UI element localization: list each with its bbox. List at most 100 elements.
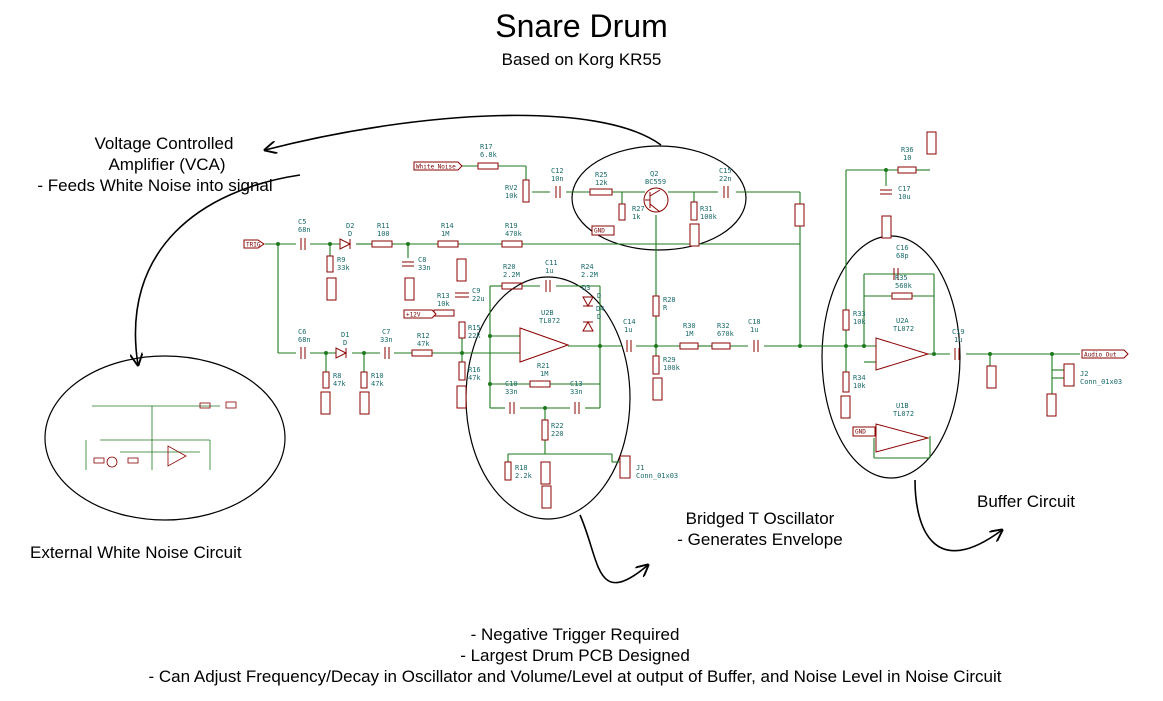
ref-C10: C10 (505, 380, 518, 388)
val-R10: 47k (371, 380, 384, 388)
val-R9: 33k (337, 264, 350, 272)
val-R36: 10 (903, 154, 911, 162)
val-C9: 22u (472, 295, 485, 303)
val-R21: 1M (540, 370, 548, 378)
buffer-arrow (914, 479, 1002, 552)
val-C17: 10u (898, 193, 911, 201)
ref-R28: R28 (663, 296, 676, 304)
ref-R16: R16 (468, 366, 481, 374)
ref-C6: C6 (298, 328, 306, 336)
page-title: Snare Drum (495, 8, 668, 44)
white-noise-label: White_Noise (416, 164, 456, 171)
p12-label: +12V (406, 312, 421, 319)
vca-note: Voltage Controlled Amplifier (VCA) - Fee… (20, 133, 290, 196)
val-R16: 47k (468, 374, 481, 382)
val-C12: 10n (551, 175, 564, 183)
ref-C7: C7 (382, 328, 390, 336)
bottom-note-1: - Negative Trigger Required (470, 625, 680, 644)
noise-circuit-ellipse (44, 355, 286, 521)
buffer-note: Buffer Circuit (977, 492, 1075, 511)
vca-note-line3: - Feeds White Noise into signal (37, 176, 273, 195)
val-R33: 10k (853, 318, 866, 326)
ref-U2B: U2B (541, 309, 554, 317)
ref-D3: D3 (582, 284, 590, 292)
val-R11: 100 (377, 230, 390, 238)
ref-R10: R10 (371, 372, 384, 380)
ref-C18: C18 (748, 318, 761, 326)
noise-circuit-thumbnail (85, 401, 237, 470)
ref-R35: R35 (895, 274, 908, 282)
ref-R29: R29 (663, 356, 676, 364)
ref-D1: D1 (341, 331, 349, 339)
ref-C16: C16 (896, 244, 909, 252)
val-C11: 1u (545, 267, 553, 275)
ref-R25: R25 (595, 171, 608, 179)
val-RV2: 10k (505, 192, 518, 200)
ref-R11: R11 (377, 222, 390, 230)
ref-R32: R32 (717, 322, 730, 330)
val-R22: 220 (551, 430, 564, 438)
vca-arrow (265, 114, 662, 150)
val-R31: 100k (700, 213, 718, 221)
noise-arrow (135, 174, 301, 365)
val-C18: 1u (750, 326, 758, 334)
val-C19: 1u (954, 336, 962, 344)
ref-Q2: Q2 (650, 170, 658, 178)
ref-R33: R33 (853, 310, 866, 318)
val-Q2: BC559 (645, 178, 666, 186)
val-R27: 1k (632, 213, 641, 221)
ref-D4: D4 (596, 305, 604, 313)
val-D3: D (597, 292, 601, 300)
ref-C8: C8 (418, 256, 426, 264)
ref-C5: C5 (298, 218, 306, 226)
ref-R18: R18 (515, 464, 528, 472)
gnd-label-q2: GND (594, 228, 605, 235)
val-J1: Conn_01x03 (636, 472, 678, 480)
val-R35: 560k (895, 282, 913, 290)
power-symbols (243, 131, 1129, 509)
vca-note-line1: Voltage Controlled (94, 134, 234, 153)
audio-out-label: Audio_Out (1084, 352, 1117, 359)
ref-R24: R24 (581, 263, 594, 271)
ref-R9: R9 (337, 256, 345, 264)
ref-R13: R13 (437, 292, 450, 300)
ref-J2: J2 (1080, 370, 1088, 378)
ref-R12: R12 (417, 332, 430, 340)
ref-R21: R21 (537, 362, 550, 370)
ref-R27: R27 (632, 205, 645, 213)
ref-R14: R14 (441, 222, 454, 230)
val-U1B: TL072 (893, 410, 914, 418)
bottom-notes: - Negative Trigger Required - Largest Dr… (0, 624, 1150, 687)
oscillator-note-line1: Bridged T Oscillator (685, 509, 835, 528)
val-R12: 47k (417, 340, 430, 348)
ref-C17: C17 (898, 185, 911, 193)
ref-R36: R36 (901, 146, 914, 154)
oscillator-arrow (579, 514, 648, 584)
power-labels: TRIG White_Noise Audio_Out +12V GND GND (246, 164, 1117, 436)
ref-R17: R17 (480, 143, 493, 151)
bottom-note-3: - Can Adjust Frequency/Decay in Oscillat… (148, 667, 1002, 686)
val-R14: 1M (441, 230, 449, 238)
val-D1: D (343, 339, 347, 347)
val-R28: R (663, 304, 668, 312)
val-D4: D (597, 313, 601, 321)
val-C7: 33n (380, 336, 393, 344)
val-R24: 2.2M (581, 271, 598, 279)
ref-R22: R22 (551, 422, 564, 430)
ref-J1: J1 (636, 464, 644, 472)
ref-C15: C15 (719, 167, 732, 175)
vca-ellipse (571, 145, 747, 251)
val-C10: 33n (505, 388, 518, 396)
val-U2B: TL072 (539, 317, 560, 325)
ref-D2: D2 (346, 222, 354, 230)
val-R20: 2.2M (503, 271, 520, 279)
val-R15: 22k (468, 332, 481, 340)
ref-R15: R15 (468, 324, 481, 332)
val-J2: Conn_01x03 (1080, 378, 1122, 386)
components (300, 162, 1075, 481)
page-subtitle: Based on Korg KR55 (501, 50, 662, 69)
ref-C19: C19 (952, 328, 965, 336)
wires (265, 165, 1080, 463)
ref-R20: R20 (503, 263, 516, 271)
